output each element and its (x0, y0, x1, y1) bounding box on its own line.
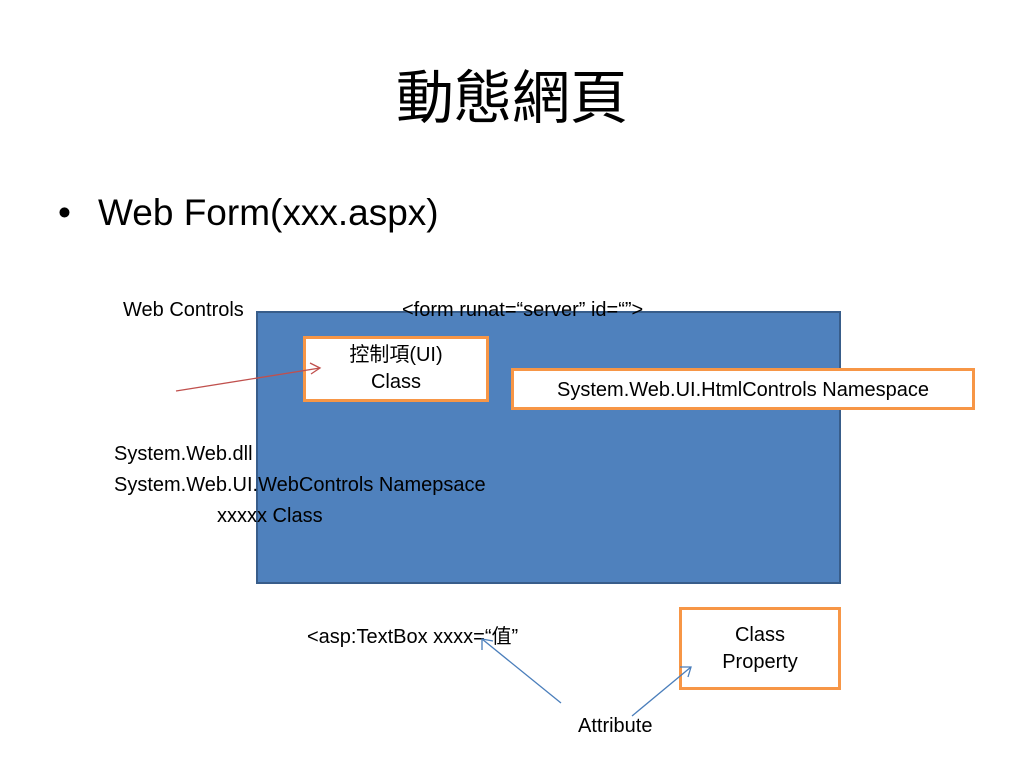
class-property-line1: Class (734, 624, 785, 646)
bullet-marker: • (58, 192, 71, 233)
xxxxx-class-label: xxxxx Class (217, 505, 323, 527)
form-tag-label: <form runat=“server” id=“”> (402, 299, 644, 321)
control-ui-class-line2: Class (370, 371, 421, 393)
bullet-item: • Web Form(xxx.aspx) (58, 188, 439, 238)
textbox-tag-label: <asp:TextBox xxxx=“值” (307, 626, 519, 648)
webcontrols-namespace-label: System.Web.UI.WebControls Namepsace (114, 474, 486, 496)
attribute-label: Attribute (578, 715, 653, 737)
slide-title: 動態網頁 (395, 64, 628, 132)
htmlcontrols-namespace-text: System.Web.UI.HtmlControls Namespace (557, 379, 929, 401)
web-controls-label: Web Controls (123, 299, 244, 321)
control-ui-class-box: 控制項(UI) Class (303, 336, 489, 402)
class-property-line2: Property (722, 651, 798, 673)
htmlcontrols-namespace-box: System.Web.UI.HtmlControls Namespace (511, 368, 975, 410)
class-property-box: Class Property (679, 607, 841, 690)
bullet-text: Web Form(xxx.aspx) (98, 192, 439, 233)
system-web-dll-label: System.Web.dll (114, 443, 253, 465)
control-ui-class-line1: 控制項(UI) (349, 344, 443, 366)
